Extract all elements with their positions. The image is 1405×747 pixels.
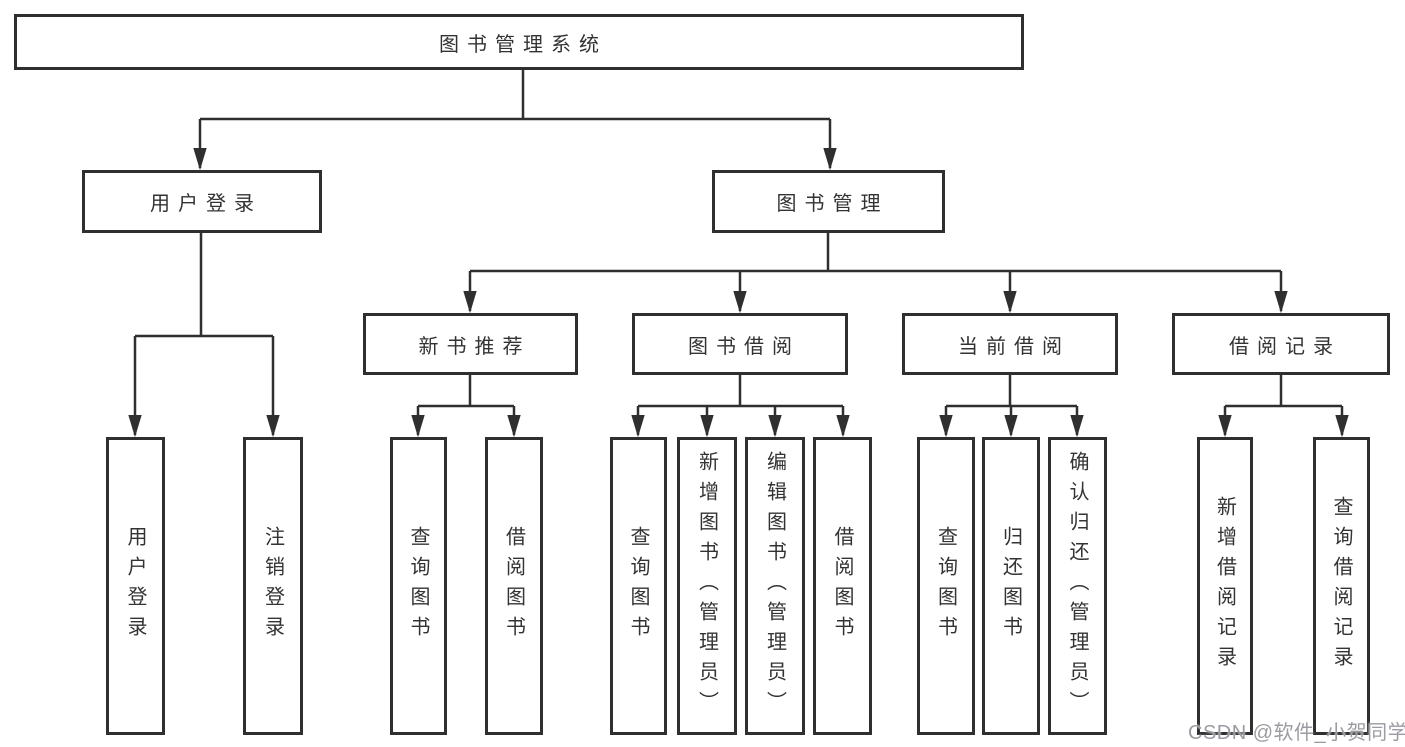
node-label: 用户登录: [124, 526, 146, 646]
csdn-watermark: CSDN @软件_小贺同学: [1188, 722, 1405, 744]
node-label: 确认归还（管理员）: [1066, 451, 1088, 721]
node-label: 查询图书: [407, 526, 429, 646]
leaf-confirm-return-admin: 确认归还（管理员）: [1048, 437, 1107, 735]
leaf-query-books-borrowing: 查询图书: [610, 437, 667, 735]
node-label: 新增借阅记录: [1213, 496, 1236, 676]
leaf-return-books: 归还图书: [982, 437, 1040, 735]
node-user-login: 用户登录: [82, 170, 322, 233]
node-current-borrowing: 当前借阅: [902, 313, 1118, 375]
node-label: 查询图书: [934, 526, 957, 646]
node-library-management-system: 图书管理系统: [14, 14, 1024, 70]
leaf-query-books-current: 查询图书: [917, 437, 975, 735]
node-label: 借阅图书: [831, 526, 853, 646]
node-label: 当前借阅: [958, 335, 1070, 358]
node-label: 注销登录: [261, 526, 284, 646]
leaf-user-login: 用户登录: [106, 437, 165, 735]
leaf-add-borrow-record: 新增借阅记录: [1197, 437, 1253, 735]
node-label: 图书管理系统: [439, 33, 607, 56]
leaf-logout: 注销登录: [243, 437, 303, 735]
node-label: 借阅图书: [502, 526, 525, 646]
node-label: 借阅记录: [1229, 335, 1341, 358]
node-book-management: 图书管理: [712, 170, 945, 233]
node-borrow-records: 借阅记录: [1172, 313, 1390, 375]
connector-group: [128, 70, 1349, 438]
leaf-query-books-recommend: 查询图书: [390, 437, 447, 735]
node-new-book-recommend: 新书推荐: [363, 313, 578, 375]
leaf-borrow-books-recommend: 借阅图书: [485, 437, 543, 735]
node-book-borrowing: 图书借阅: [632, 313, 848, 375]
node-label: 查询图书: [627, 526, 649, 646]
node-label: 归还图书: [999, 526, 1022, 646]
node-label: 图书管理: [776, 193, 889, 215]
node-label: 编辑图书（管理员）: [763, 451, 786, 721]
leaf-borrow-books: 借阅图书: [813, 437, 872, 735]
node-label: 图书借阅: [688, 335, 800, 358]
leaf-edit-book-admin: 编辑图书（管理员）: [745, 437, 805, 735]
node-label: 新增图书（管理员）: [695, 451, 718, 721]
node-label: 新书推荐: [418, 335, 531, 358]
leaf-query-borrow-record: 查询借阅记录: [1313, 437, 1370, 735]
node-label: 用户登录: [150, 193, 262, 215]
leaf-add-book-admin: 新增图书（管理员）: [677, 437, 737, 735]
node-label: 查询借阅记录: [1330, 496, 1352, 676]
